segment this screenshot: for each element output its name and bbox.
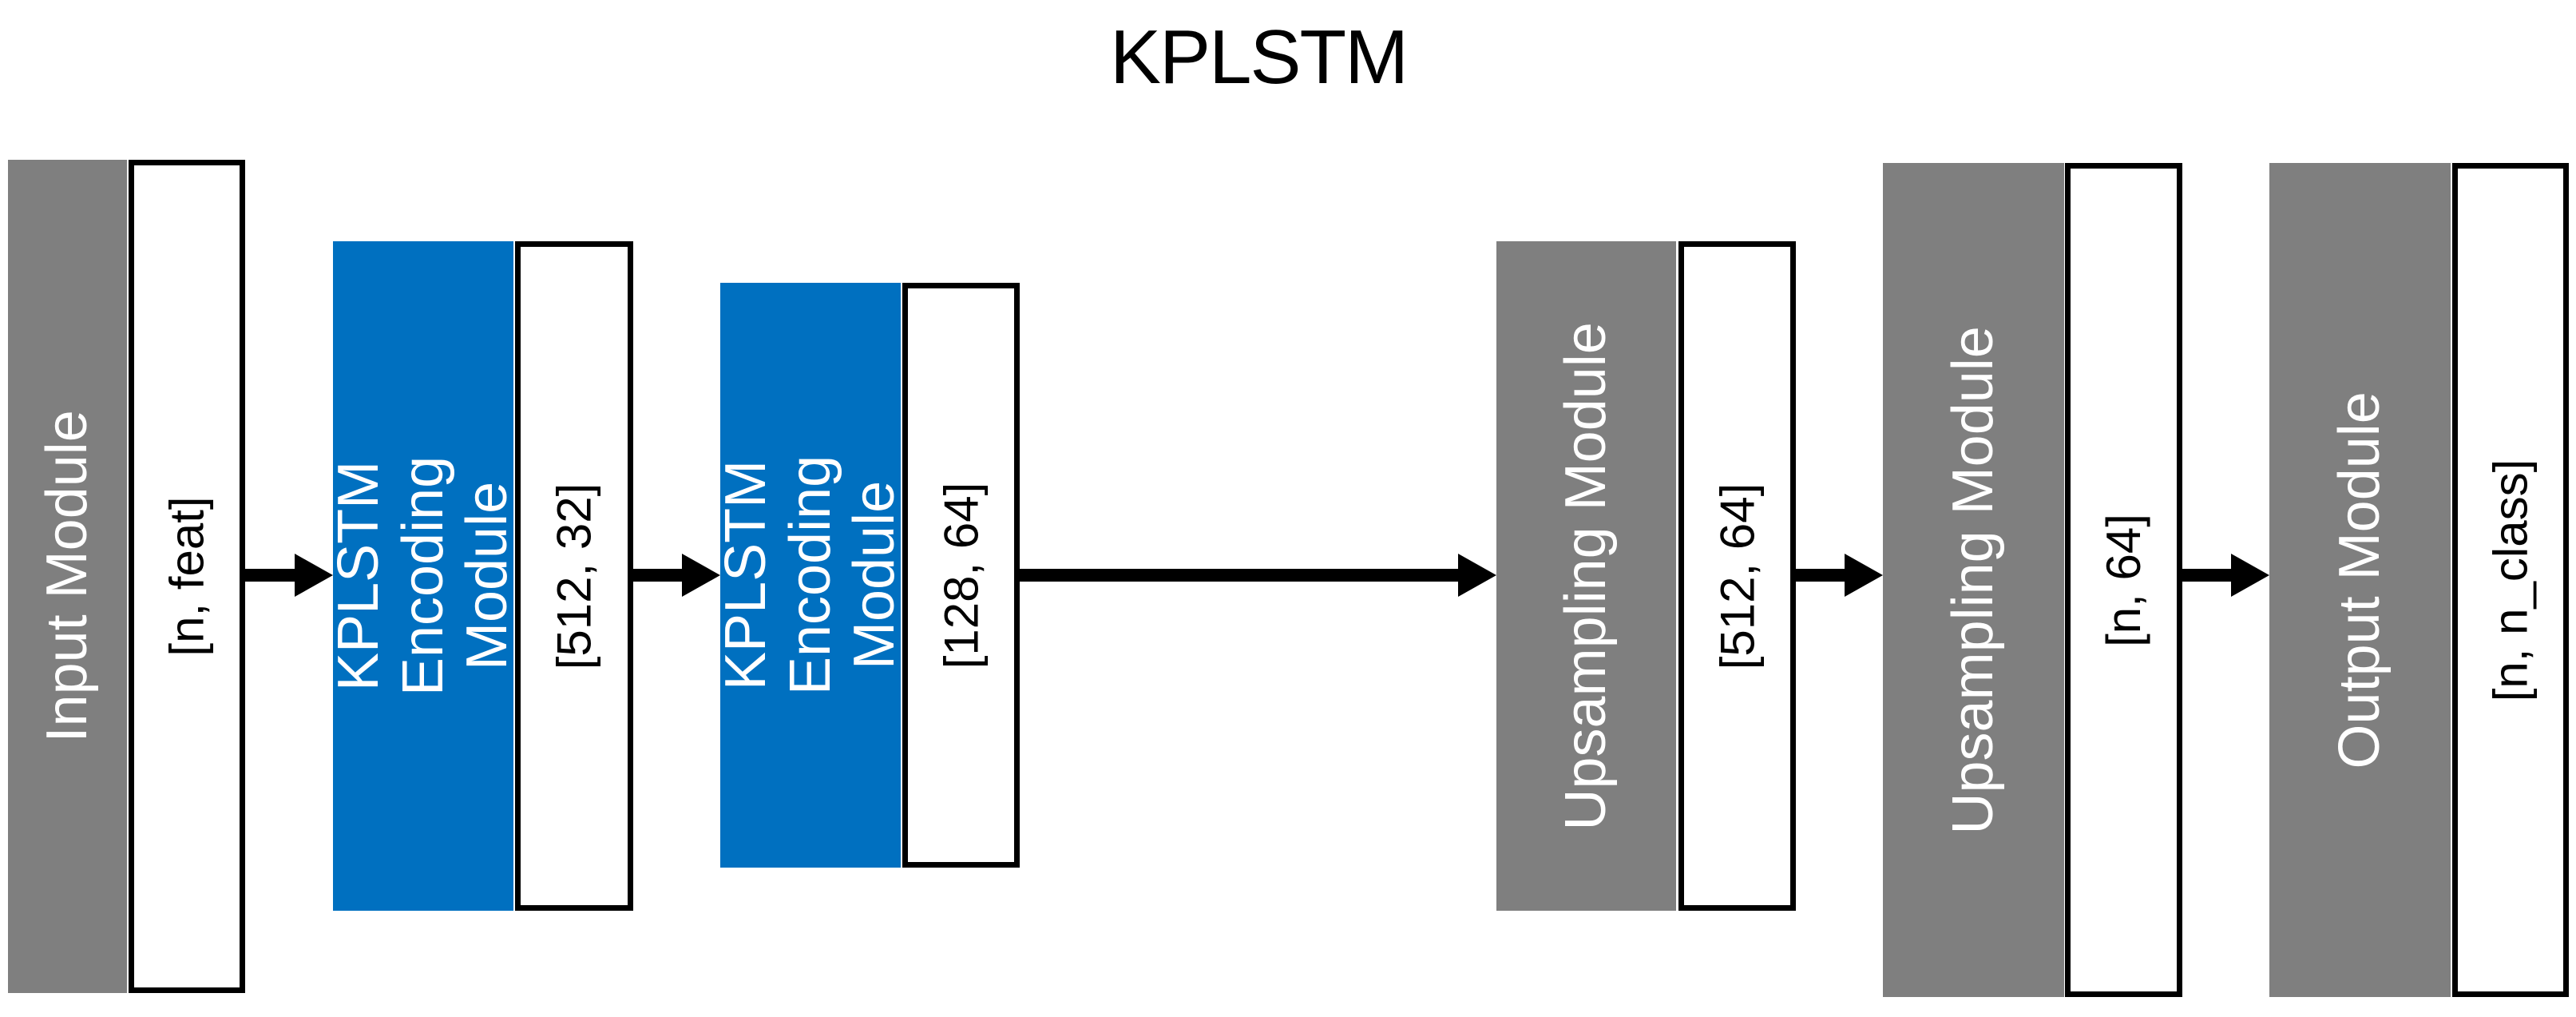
- input-module-shape-box: [n, feat]: [129, 160, 245, 993]
- input-module-dims: [n, feat]: [160, 496, 214, 657]
- kplstm-encoding-module-1-label: KPLSTM Encoding Module: [327, 455, 520, 697]
- output-module-bar: Output Module: [2269, 163, 2451, 997]
- flow-arrow-3-shaft: [1018, 569, 1461, 582]
- kplstm-encoding-module-2-label: KPLSTM Encoding Module: [714, 455, 907, 696]
- flow-arrow-2-right-arrow-icon: [682, 554, 720, 597]
- upsampling-module-1-label: Upsampling Module: [1554, 321, 1619, 831]
- flow-arrow-3-right-arrow-icon: [1458, 554, 1496, 597]
- upsampling-module-2-label: Upsampling Module: [1941, 325, 2006, 835]
- flow-arrow-4-shaft: [1794, 569, 1848, 582]
- output-module-shape-box: [n, n_class]: [2452, 163, 2569, 997]
- kplstm-encoding-module-1-dims: [512, 32]: [547, 483, 601, 669]
- output-module-label: Output Module: [2328, 391, 2392, 769]
- flow-arrow-5-shaft: [2181, 569, 2234, 582]
- flow-arrow-1-shaft: [244, 569, 298, 582]
- kplstm-encoding-module-1-bar: KPLSTM Encoding Module: [327, 241, 519, 911]
- output-module-dims: [n, n_class]: [2483, 459, 2538, 701]
- kplstm-encoding-module-1-shape-box: [512, 32]: [515, 241, 633, 911]
- upsampling-module-1-dims: [512, 64]: [1710, 483, 1764, 669]
- flow-arrow-1-right-arrow-icon: [295, 554, 333, 597]
- kplstm-encoding-module-2-bar: KPLSTM Encoding Module: [714, 283, 906, 868]
- kplstm-encoding-module-2-shape-box: [128, 64]: [902, 283, 1020, 868]
- upsampling-module-1-bar: Upsampling Module: [1496, 241, 1676, 911]
- input-module-bar: Input Module: [8, 160, 127, 993]
- upsampling-module-2-dims: [n, 64]: [2097, 513, 2151, 647]
- kplstm-encoding-module-2-dims: [128, 64]: [934, 482, 988, 669]
- upsampling-module-2-bar: Upsampling Module: [1883, 163, 2064, 997]
- flow-arrow-5-right-arrow-icon: [2231, 554, 2269, 597]
- flow-arrow-2-shaft: [632, 569, 685, 582]
- flow-arrow-4-right-arrow-icon: [1845, 554, 1883, 597]
- upsampling-module-2-shape-box: [n, 64]: [2065, 163, 2182, 997]
- diagram-title: KPLSTM: [1110, 14, 1409, 100]
- upsampling-module-1-shape-box: [512, 64]: [1678, 241, 1796, 911]
- input-module-label: Input Module: [35, 410, 100, 743]
